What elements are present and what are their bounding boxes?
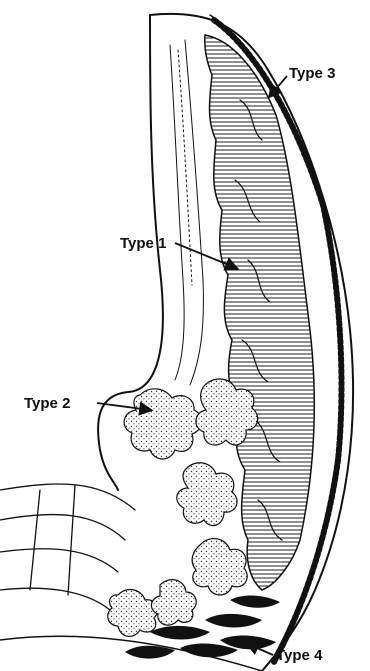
label-type4: Type 4 <box>276 647 323 664</box>
label-type1: Type 1 <box>120 235 166 252</box>
label-type2: Type 2 <box>24 395 70 412</box>
label-type3: Type 3 <box>289 65 335 82</box>
fibrous-border <box>170 40 203 385</box>
type2-glandular-region <box>108 379 258 636</box>
